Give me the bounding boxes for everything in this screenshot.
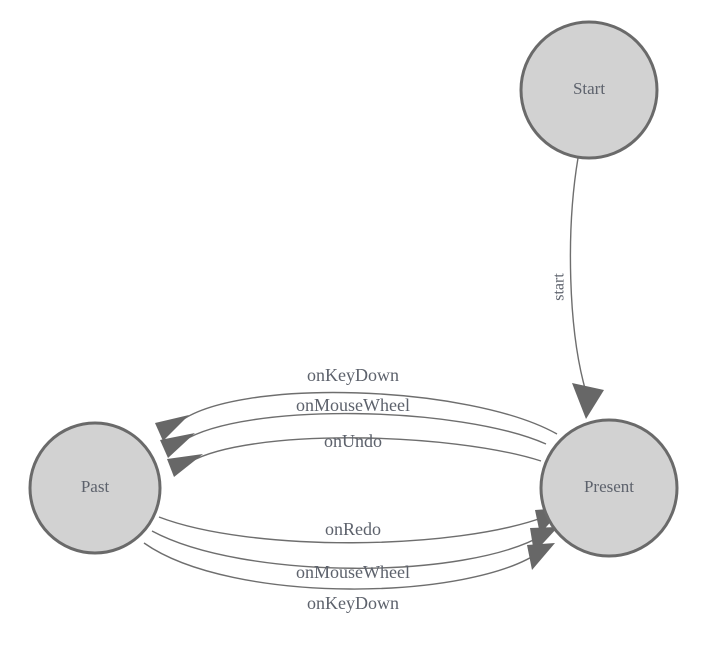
edge-past-to-present-keydown[interactable] (143, 542, 555, 590)
edge-present-to-past-keydown[interactable] (155, 391, 558, 441)
edge-present-to-past-undo-path (189, 437, 542, 463)
edge-start-to-present-arrowhead (572, 383, 604, 419)
node-start[interactable]: Start (519, 20, 659, 160)
edge-present-to-past-undo[interactable] (167, 437, 542, 477)
node-start-label: Start (573, 79, 605, 98)
node-past-circle (28, 421, 162, 555)
edge-start-to-present[interactable] (569, 157, 604, 419)
node-start-circle (519, 20, 659, 160)
node-present-circle (539, 418, 679, 558)
edge-present-to-past-undo-arrowhead (167, 454, 203, 477)
edge-present-to-past-mousewheel-arrowhead (160, 433, 195, 458)
edge-present-to-past-mousewheel-path (182, 412, 547, 445)
edge-past-to-present-keydown-path (143, 542, 542, 590)
node-present[interactable]: Present (539, 418, 679, 558)
edge-label-keydown-upper: onKeyDown (307, 365, 399, 385)
edge-label-mousewheel-lower: onMouseWheel (296, 562, 410, 582)
edge-label-redo: onRedo (325, 519, 381, 539)
edge-label-start: start (551, 273, 568, 301)
edge-past-to-present-mousewheel-path (151, 530, 544, 569)
edge-present-to-past-keydown-arrowhead (155, 415, 189, 441)
node-present-label: Present (584, 477, 634, 496)
edge-past-to-present-keydown-arrowhead (527, 543, 555, 570)
edge-label-group: start onKeyDown onMouseWheel onUndo onRe… (296, 273, 568, 613)
edge-present-to-past-keydown-path (177, 391, 558, 435)
node-past[interactable]: Past (28, 421, 162, 555)
edge-label-keydown-lower: onKeyDown (307, 593, 399, 613)
edge-label-undo: onUndo (324, 431, 382, 451)
edge-label-mousewheel-upper: onMouseWheel (296, 395, 410, 415)
node-group: Start Past Present (28, 20, 679, 558)
edge-present-to-past-mousewheel[interactable] (160, 412, 547, 458)
edge-past-to-present-redo-path (158, 515, 548, 544)
node-past-label: Past (81, 477, 110, 496)
edge-start-to-present-path (569, 157, 587, 393)
